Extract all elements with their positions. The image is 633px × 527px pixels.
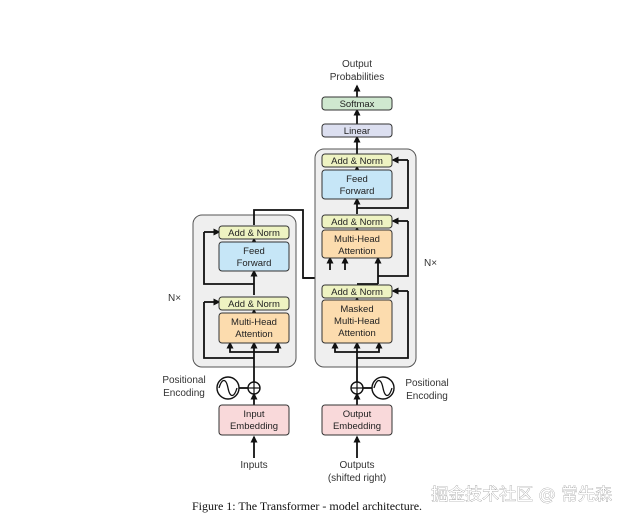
decoder-masked-multi-head-attention — [321, 299, 393, 344]
encoder-add-norm-top — [218, 225, 290, 240]
decoder-add-norm-mid-label: Add & Norm — [331, 217, 383, 228]
decoder-multi-head-attention — [321, 229, 393, 259]
decoder-positional-encoding-line1: Positional — [405, 378, 448, 389]
encoder-add-norm-bottom-label: Add & Norm — [228, 299, 280, 310]
decoder-feed-forward-line2: Forward — [340, 186, 375, 197]
outputs-label-line2: (shifted right) — [328, 473, 386, 484]
output-probabilities-line2: Probabilities — [330, 72, 384, 83]
decoder-multi-head-line2: Attention — [338, 246, 376, 257]
encoder-add-norm-top-label: Add & Norm — [228, 228, 280, 239]
encoder-feed-forward-line2: Forward — [237, 258, 272, 269]
linear-block — [321, 123, 393, 138]
decoder-add-norm-mid — [321, 214, 393, 229]
softmax-block — [321, 96, 393, 111]
decoder-feed-forward — [321, 169, 393, 200]
output-embedding-line1: Output — [343, 409, 372, 420]
masked-attention-line2: Multi-Head — [334, 316, 380, 327]
masked-attention-line3: Attention — [338, 328, 376, 339]
softmax-label: Softmax — [340, 99, 375, 110]
input-embedding-line2: Embedding — [230, 421, 278, 432]
inputs-label: Inputs — [240, 460, 267, 471]
decoder-add-norm-bottom — [321, 284, 393, 299]
decoder-feed-forward-line1: Feed — [346, 174, 368, 185]
encoder-add-norm-bottom — [218, 296, 290, 311]
decoder-add-norm-bottom-label: Add & Norm — [331, 287, 383, 298]
input-embedding-line1: Input — [243, 409, 264, 420]
decoder-multi-head-line1: Multi-Head — [334, 234, 380, 245]
decoder-nx-label: N× — [424, 258, 437, 269]
output-embedding — [321, 404, 393, 436]
decoder-add-norm-top — [321, 153, 393, 168]
linear-label: Linear — [344, 126, 370, 137]
watermark: 掘金技术社区 @ 常先森 — [431, 485, 612, 505]
output-embedding-line2: Embedding — [333, 421, 381, 432]
decoder-positional-encoding-line2: Encoding — [406, 391, 448, 402]
encoder-positional-encoding-line2: Encoding — [163, 388, 205, 399]
figure-caption: Figure 1: The Transformer - model archit… — [192, 499, 422, 513]
encoder-multi-head-attention — [218, 312, 290, 344]
encoder-feed-forward — [218, 241, 290, 272]
outputs-label-line1: Outputs — [339, 460, 374, 471]
output-probabilities-line1: Output — [342, 59, 372, 70]
decoder-add-norm-top-label: Add & Norm — [331, 156, 383, 167]
input-embedding — [218, 404, 290, 436]
encoder-multi-head-line2: Attention — [235, 329, 273, 340]
encoder-positional-encoding-line1: Positional — [162, 375, 205, 386]
encoder-feed-forward-line1: Feed — [243, 246, 265, 257]
masked-attention-line1: Masked — [340, 304, 373, 315]
encoder-nx-label: N× — [168, 293, 181, 304]
encoder-multi-head-line1: Multi-Head — [231, 317, 277, 328]
